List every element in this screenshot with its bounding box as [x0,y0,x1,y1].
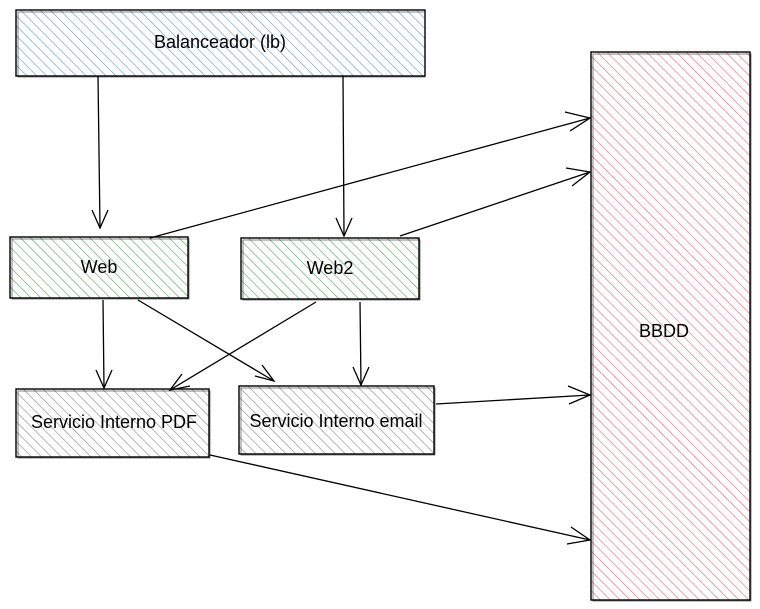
edge-web2-bbdd [399,167,592,237]
edge-web2-email [352,301,370,387]
edge-email-bbdd [435,385,592,405]
edge-web2-pdf [168,301,317,391]
balanceador-label: Balanceador (lb) [154,32,286,52]
servicio-email-label: Servicio Interno email [249,411,422,431]
node-bbdd[interactable]: BBDD [590,51,752,602]
node-balanceador[interactable]: Balanceador (lb) [15,9,426,78]
edge-balanceador-web2 [335,75,353,238]
edge-web-pdf [95,299,113,390]
web-label: Web [81,257,118,277]
edge-web-email [137,299,276,383]
edge-pdf-bbdd [209,454,592,545]
edge-web-bbdd [149,111,592,239]
node-web[interactable]: Web [9,236,190,300]
node-web2[interactable]: Web2 [240,237,421,301]
servicio-pdf-label: Servicio Interno PDF [31,412,197,432]
node-servicio-email[interactable]: Servicio Interno email [238,385,436,456]
edges [91,75,592,545]
edge-balanceador-web [91,75,109,230]
bbdd-label: BBDD [639,321,689,341]
web2-label: Web2 [307,258,354,278]
node-servicio-pdf[interactable]: Servicio Interno PDF [15,388,211,459]
